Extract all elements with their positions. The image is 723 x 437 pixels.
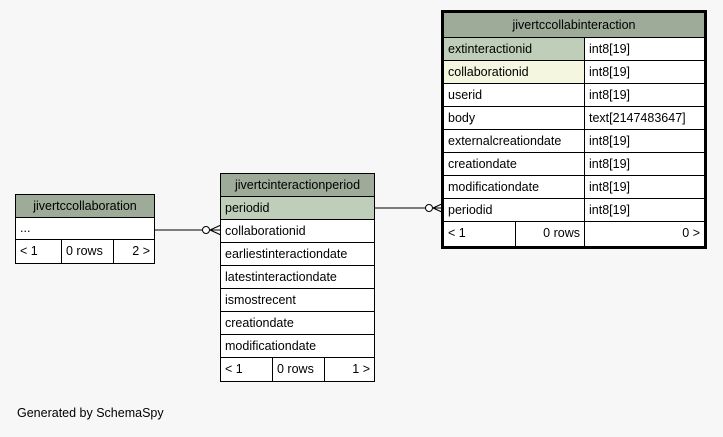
- column-row: collaborationid int8[19]: [444, 61, 704, 84]
- table-footer: < 1 0 rows 0 >: [444, 222, 704, 246]
- table-jivertccollaboration[interactable]: jivertccollaboration ... < 1 0 rows 2 >: [15, 194, 155, 264]
- column-row: latestinteractiondate: [221, 266, 374, 289]
- column-row: userid int8[19]: [444, 84, 704, 107]
- table-footer: < 1 0 rows 1 >: [221, 358, 374, 381]
- column-row: ismostrecent: [221, 289, 374, 312]
- column-row: body text[2147483647]: [444, 107, 704, 130]
- column-name: externalcreationdate: [448, 134, 562, 148]
- table-header: jivertccollabinteraction: [444, 13, 704, 38]
- column-row: periodid: [221, 197, 374, 220]
- table-jivertcinteractionperiod[interactable]: jivertcinteractionperiod periodid collab…: [220, 173, 375, 382]
- column-name: periodid: [448, 203, 493, 217]
- column-type: int8[19]: [584, 199, 704, 221]
- column-row: modificationdate: [221, 335, 374, 358]
- generator-caption: Generated by SchemaSpy: [17, 406, 164, 420]
- footer-parents: < 1: [448, 226, 466, 240]
- column-row: earliestinteractiondate: [221, 243, 374, 266]
- column-row: creationdate int8[19]: [444, 153, 704, 176]
- column-row: periodid int8[19]: [444, 199, 704, 222]
- table-row: ...: [16, 218, 154, 240]
- column-row: extinteractionid int8[19]: [444, 38, 704, 61]
- column-row: collaborationid: [221, 220, 374, 243]
- column-row: externalcreationdate int8[19]: [444, 130, 704, 153]
- zero-marker: [202, 226, 210, 234]
- column-type: text[2147483647]: [584, 107, 704, 129]
- column-name: userid: [448, 88, 483, 102]
- table-header: jivertccollaboration: [16, 195, 154, 218]
- table-footer: < 1 0 rows 2 >: [16, 240, 154, 263]
- column-type: int8[19]: [584, 153, 704, 175]
- column-name: extinteractionid: [444, 38, 584, 60]
- crow-foot: [209, 229, 222, 236]
- zero-marker: [425, 204, 433, 212]
- column-type: int8[19]: [584, 176, 704, 198]
- table-jivertccollabinteraction[interactable]: jivertccollabinteraction extinteractioni…: [441, 10, 707, 249]
- crow-foot: [209, 224, 222, 231]
- footer-row-count: 0 rows: [515, 222, 584, 246]
- column-type: int8[19]: [584, 84, 704, 106]
- footer-parents: < 1: [225, 362, 243, 376]
- footer-parents: < 1: [20, 244, 38, 258]
- column-type: int8[19]: [584, 130, 704, 152]
- footer-children: 0 >: [584, 222, 704, 246]
- footer-children: 1 >: [324, 358, 374, 381]
- column-name: modificationdate: [448, 180, 540, 194]
- table-header: jivertcinteractionperiod: [221, 174, 374, 197]
- footer-row-count: 0 rows: [61, 240, 113, 263]
- footer-row-count: 0 rows: [272, 358, 324, 381]
- column-name: collaborationid: [444, 61, 584, 83]
- column-name: creationdate: [448, 157, 517, 171]
- column-type: int8[19]: [584, 38, 704, 60]
- column-row: creationdate: [221, 312, 374, 335]
- column-row: modificationdate int8[19]: [444, 176, 704, 199]
- column-name: body: [448, 111, 476, 125]
- footer-children: 2 >: [113, 240, 154, 263]
- column-type: int8[19]: [584, 61, 704, 83]
